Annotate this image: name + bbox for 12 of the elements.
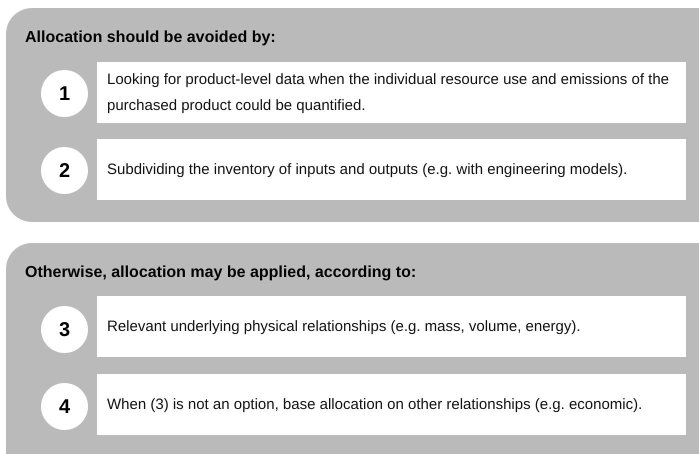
panel-heading: Allocation should be avoided by: <box>25 28 276 48</box>
step-number: 4 <box>41 383 88 430</box>
step-number: 2 <box>41 147 88 194</box>
step-description: Relevant underlying physical relationships (e.g. mass, volume, energy). <box>97 296 686 357</box>
panel-background <box>6 243 699 454</box>
step-description: Subdividing the inventory of inputs and outputs (e.g. with engineering models). <box>97 139 686 200</box>
step-description: Looking for product-level data when the individual resource use and emissions of the purchased product could be quantified. <box>97 62 686 123</box>
panel-background <box>6 8 699 222</box>
panel-heading: Otherwise, allocation may be applied, according to: <box>25 263 416 283</box>
step-number: 1 <box>41 70 88 117</box>
step-number: 3 <box>41 306 88 353</box>
step-description: When (3) is not an option, base allocation on other relationships (e.g. economic). <box>97 374 686 435</box>
